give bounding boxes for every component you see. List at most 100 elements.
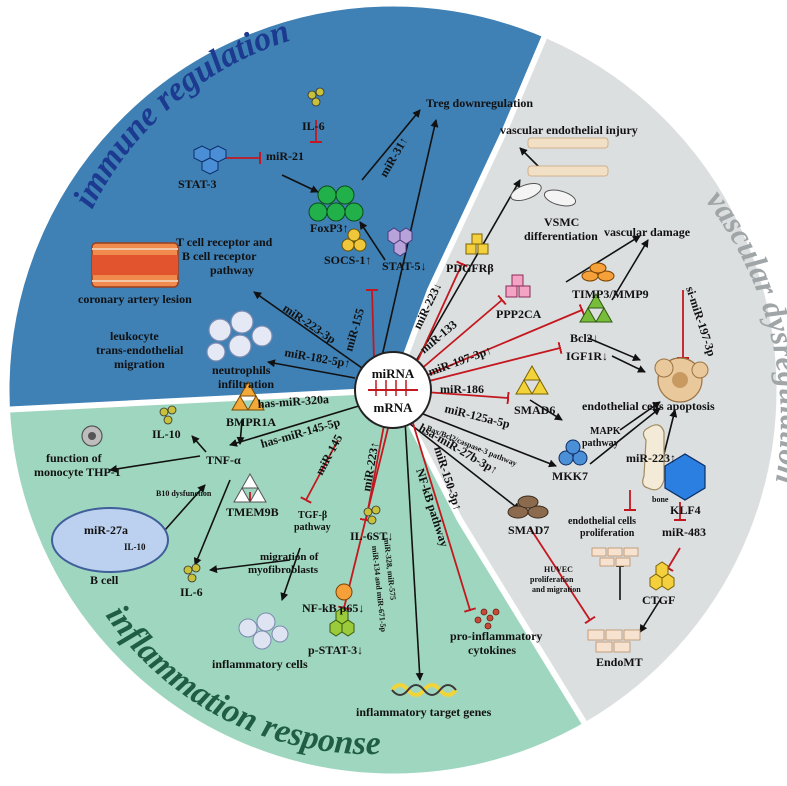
ecp-label-2: proliferation [580, 528, 635, 539]
leuko-label-1: leukocyte [110, 329, 159, 343]
inhib-mir155-socs1 [372, 290, 374, 361]
coronary-label: coronary artery lesion [78, 292, 192, 306]
arrow-mapk-apoptosis [619, 401, 661, 431]
timp3-label: TIMP3/MMP9 [572, 287, 649, 301]
inhib-mir186-smad6 [424, 391, 508, 398]
arrow-bmpr1a-tnfa [236, 419, 245, 445]
tnfa-label: TNF-α [206, 453, 241, 467]
neutro-label-2: infiltration [218, 377, 274, 391]
vsmc-cells-icon [510, 182, 577, 207]
migr-label-2: myofibroblasts [248, 564, 319, 576]
dna-helix-icon [390, 683, 458, 697]
foxp3-label: FoxP3↑ [310, 221, 349, 235]
tcr-label-2: B cell receptor [182, 249, 257, 263]
b10-label: B10 dysfunction [156, 489, 212, 498]
bmpr1a-label: BMPR1A [226, 415, 276, 429]
inhib-mir483-ctgf [668, 547, 681, 568]
arrow-mirna-target [404, 419, 424, 681]
arrow-mir223-vsmc [411, 179, 521, 369]
ppp2ca-squares-icon [505, 274, 531, 298]
socs1-circles-icon [341, 228, 367, 252]
mapk-label-1: MAPK [590, 426, 621, 437]
timp3-ellipses-icon [581, 262, 615, 282]
bcell-label: B cell [90, 573, 119, 587]
center-node: miRNA mRNA [354, 351, 432, 429]
target-label: inflammatory target genes [356, 705, 492, 719]
il6st-molecule-icon [363, 505, 381, 525]
endothelium-icon [527, 137, 609, 177]
mir483-label: miR-483 [662, 525, 706, 539]
arrow-mkk7-apoptosis [589, 407, 661, 465]
inhib-smad7-huvec [529, 527, 590, 620]
inhib-mir150-proinfl [411, 419, 470, 610]
mir186-label: miR-186 [440, 382, 484, 396]
arrow-mir125-mkk7 [417, 411, 557, 468]
vdamage-label: vascular damage [604, 225, 691, 239]
arrow-stat5-foxp3 [359, 221, 386, 261]
tcr-label-3: pathway [210, 263, 254, 277]
arrow-timp3-damage [611, 239, 649, 301]
il10-small-label: IL-10 [124, 542, 146, 552]
bone-label: bone [652, 495, 669, 504]
bcl2-label: Bcl2↓ [570, 331, 599, 345]
inhib-mir197-timp3 [424, 310, 582, 377]
inhib-mir133-ppp2ca [419, 300, 502, 371]
inhib-mir223-pdgfrb [417, 264, 462, 361]
arrow-mir223-tcr [253, 291, 363, 369]
klf4-hexagon-icon [664, 453, 706, 501]
leuko-label-2: trans-endothelial [96, 343, 184, 357]
pstat3-hexagons-icon [329, 607, 355, 637]
ecp-label-1: endothelial cells [568, 516, 636, 527]
ecp-cells-icon [591, 547, 639, 567]
arrow-mir27b-smad7 [404, 419, 521, 511]
arrow-mir145-tnfa [229, 404, 363, 447]
activation-arrows [109, 109, 678, 681]
socs1-label: SOCS-1↑ [324, 253, 371, 267]
ctgf-label: CTGF [642, 593, 675, 607]
arrow-foxp3-treg [361, 109, 421, 181]
inflcells-label: inflammatory cells [212, 657, 308, 671]
smad6-label: SMAD6 [514, 403, 555, 417]
center-mirna-label: miRNA [372, 366, 415, 381]
mir21-label: miR-21 [266, 149, 304, 163]
tgfb-label-1: TGF-β [298, 510, 327, 521]
stat3-label: STAT-3 [178, 177, 216, 191]
inhib-mir197-bcl2 [424, 348, 560, 383]
pdgfrb-label: PDGFRβ [446, 261, 494, 275]
vsmc-label-1: VSMC [544, 215, 579, 229]
arrow-bcl2-apoptosis [587, 337, 641, 361]
inflammation-sector [7, 390, 620, 776]
arrow-tmem-il6 [209, 559, 291, 574]
tmem9b-label: TMEM9B [226, 505, 279, 519]
huvec-label-2: proliferation [530, 575, 574, 584]
arrow-smad6-mapk [529, 399, 563, 421]
stat5-hexagons-icon [387, 227, 413, 257]
ppp2ca-label: PPP2CA [496, 307, 542, 321]
arrow-vsmc-vei [519, 147, 541, 169]
coronary-artery-icon [91, 242, 179, 288]
mkk7-circles-icon [558, 439, 588, 466]
igf1r-label: IGF1R↓ [566, 349, 608, 363]
mir223u-label: miR-223↑ [626, 451, 676, 465]
pstat3-label: p-STAT-3↓ [308, 643, 363, 657]
arrow-igf1r-apoptosis [611, 355, 646, 373]
bcl2-triangles-icon [579, 292, 613, 323]
monocyte-label-2: monocyte THP-1 [34, 465, 121, 479]
klf4-label: KLF4 [670, 503, 701, 517]
arrow-tgfb-myo [280, 547, 301, 601]
outer-ring [4, 1, 782, 779]
bcell-icon [51, 507, 169, 573]
treg-label: Treg downregulation [426, 96, 533, 110]
il6-inflammation-molecule-icon [183, 563, 201, 583]
smad6-triangles-icon [515, 364, 549, 395]
il6-molecule-icon [307, 87, 325, 107]
proinfl-label-2: cytokines [468, 643, 516, 657]
il10-molecule-icon [159, 405, 177, 425]
bmpr1a-triangles-icon [231, 380, 265, 411]
inhib-mir223-il6st [366, 419, 386, 520]
monocyte-label-1: function of [46, 451, 103, 465]
apoptotic-cell-icon [654, 357, 709, 403]
